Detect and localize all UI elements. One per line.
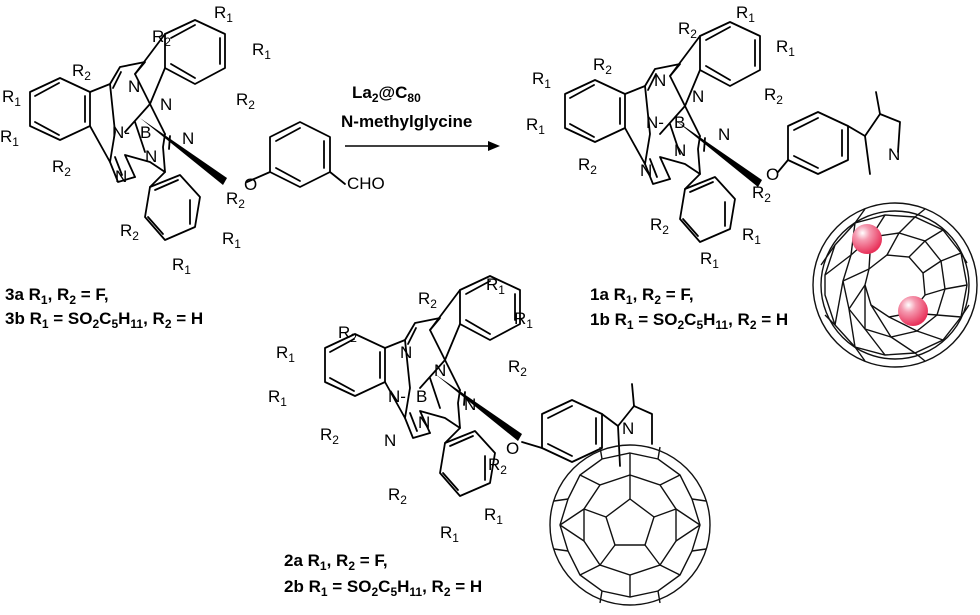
r1-label: R1 — [742, 225, 761, 247]
r1-label: R1 — [486, 275, 505, 297]
reaction-arrow-group: La2@C80 N-methylglycine — [341, 83, 500, 151]
r2-label: R2 — [388, 485, 407, 507]
r2-label: R2 — [236, 90, 255, 112]
r2-label: R2 — [488, 455, 507, 477]
oxygen-label: O — [506, 439, 519, 458]
la2-c80-cage — [812, 202, 978, 368]
compound-3-legend: 3a R1, R2 = F, 3b R1 = SO2C5H11, R2 = H — [5, 285, 203, 331]
pyrrole-n-label: N — [145, 147, 157, 166]
compound-2-atom-labels: R1 R2 R1 R2 R2 R1 R1 R2 N N- B N N N N R… — [268, 275, 634, 545]
r2-label: R2 — [320, 425, 339, 447]
r1-label: R1 — [2, 87, 21, 109]
r1-label: R1 — [776, 37, 795, 59]
r1-label: R1 — [532, 69, 551, 91]
compound-1b-label: 1b R1 = SO2C5H11, R2 = H — [590, 310, 788, 332]
r2-label: R2 — [752, 183, 771, 205]
compound-2b-label: 2b R1 = SO2C5H11, R2 = H — [284, 577, 482, 599]
aza-n-label: N — [384, 431, 396, 450]
lanthanum-atom — [898, 296, 928, 326]
r1-label: R1 — [526, 115, 545, 137]
compound-2-legend: 2a R1, R2 = F, 2b R1 = SO2C5H11, R2 = H — [284, 551, 482, 599]
compound-3-structure — [29, 19, 346, 241]
boron-label: B — [140, 123, 151, 142]
aza-n-label: N — [115, 167, 127, 186]
pyrrolidine-n-label: N — [888, 145, 900, 164]
r1-label: R1 — [276, 343, 295, 365]
compound-3-atom-labels: R1 R2 R1 R2 R2 R1 R1 R2 N N- B N N N N R… — [0, 3, 385, 277]
pyrrolidine-n-label: N — [622, 419, 634, 438]
c60-cage — [549, 444, 711, 606]
oxygen-label: O — [244, 175, 257, 194]
boron-label: B — [674, 113, 685, 132]
pyrrole-n-label: N- — [646, 113, 664, 132]
r1-label: R1 — [514, 309, 533, 331]
r1-label: R1 — [222, 229, 241, 251]
aza-n-label: N — [464, 395, 476, 414]
boron-label: B — [416, 387, 427, 406]
r2-label: R2 — [764, 85, 783, 107]
r2-label: R2 — [226, 189, 245, 211]
pyrrole-n-label: N — [418, 413, 430, 432]
r2-label: R2 — [52, 157, 71, 179]
pyrrole-n-label: N- — [388, 387, 406, 406]
r1-label: R1 — [484, 505, 503, 527]
aza-n-label: N — [718, 125, 730, 144]
r1-label: R1 — [252, 40, 271, 62]
compound-2a-label: 2a R1, R2 = F, — [284, 551, 388, 573]
r2-label: R2 — [578, 155, 597, 177]
pyrrole-n-label: N — [692, 87, 704, 106]
pyrrole-n-label: N — [160, 95, 172, 114]
compound-3b-label: 3b R1 = SO2C5H11, R2 = H — [5, 309, 203, 331]
r2-label: R2 — [120, 221, 139, 243]
reaction-arrow-head — [488, 141, 500, 151]
aza-n-label: N — [640, 161, 652, 180]
r2-label: R2 — [678, 19, 697, 41]
r2-label: R2 — [593, 55, 612, 77]
r1-label: R1 — [268, 387, 287, 409]
r1-label: R1 — [0, 127, 19, 149]
r2-label: R2 — [418, 289, 437, 311]
lanthanum-atom — [852, 224, 882, 254]
reagent-n-methylglycine: N-methylglycine — [341, 112, 472, 131]
aza-n-label: N — [182, 129, 194, 148]
pyrrole-n-label: N — [674, 141, 686, 160]
compound-1a-label: 1a R1, R2 = F, — [590, 285, 694, 307]
compound-1-atom-labels: R1 R2 R1 R2 R2 R1 R1 R2 N N- B N N N N R… — [526, 3, 900, 271]
aza-n-label: N — [400, 343, 412, 362]
r1-label: R1 — [440, 523, 459, 545]
compound-1-structure — [564, 21, 901, 243]
compound-3a-label: 3a R1, R2 = F, — [5, 285, 109, 307]
aza-n-label: N — [654, 71, 666, 90]
compound-1-legend: 1a R1, R2 = F, 1b R1 = SO2C5H11, R2 = H — [590, 285, 788, 332]
r2-label: R2 — [650, 215, 669, 237]
r2-label: R2 — [338, 323, 357, 345]
aza-n-label: N — [128, 77, 140, 96]
r1-label: R1 — [736, 3, 755, 25]
r1-label: R1 — [172, 255, 191, 277]
oxygen-label: O — [766, 165, 779, 184]
r2-label: R2 — [152, 27, 171, 49]
pyrrole-n-label: N — [434, 361, 446, 380]
r2-label: R2 — [72, 61, 91, 83]
pyrrole-n-label: N- — [112, 123, 130, 142]
r1-label: R1 — [700, 249, 719, 271]
aldehyde-label: CHO — [347, 174, 385, 193]
r2-label: R2 — [508, 357, 527, 379]
r1-label: R1 — [214, 3, 233, 25]
reagent-la2c80: La2@C80 — [352, 83, 421, 105]
